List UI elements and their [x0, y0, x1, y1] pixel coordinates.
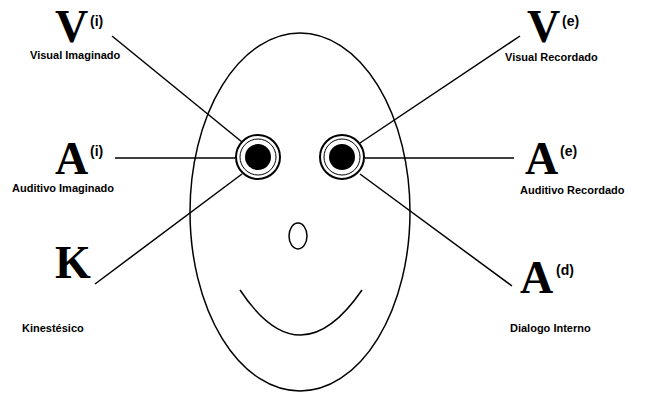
channel-index: (e): [562, 14, 579, 28]
left-eye: [236, 135, 280, 179]
right-eye: [320, 135, 364, 179]
face-outline: [190, 33, 410, 391]
channel-index: (i): [90, 14, 103, 28]
leader-line: [360, 36, 520, 143]
channel-name: Kinestésico: [22, 323, 84, 334]
right-pupil: [329, 144, 355, 170]
channel-letter: V: [527, 4, 560, 50]
channel-name: Auditivo Imaginado: [12, 183, 114, 194]
leader-line: [112, 36, 242, 142]
channel-letter: A: [525, 136, 558, 182]
leader-line: [360, 174, 512, 286]
nose: [289, 223, 307, 249]
channel-letter: A: [520, 255, 553, 301]
leader-line: [95, 174, 242, 284]
channel-name: Visual Imaginado: [30, 50, 120, 61]
channel-index: (e): [560, 144, 577, 158]
leader-line: [115, 157, 235, 159]
channel-name: Auditivo Recordado: [520, 185, 625, 196]
left-eye-ring: [240, 139, 276, 175]
channel-letter: V: [55, 4, 88, 50]
channel-name: Visual Recordado: [505, 52, 598, 63]
channel-index: (i): [90, 144, 103, 158]
leader-line: [365, 157, 514, 159]
right-eye-ring: [324, 139, 360, 175]
left-pupil: [245, 144, 271, 170]
channel-letter: K: [55, 240, 91, 286]
channel-letter: A: [55, 136, 88, 182]
mouth: [240, 290, 362, 335]
channel-name: Dialogo Interno: [510, 323, 591, 334]
channel-index: (d): [556, 263, 574, 277]
